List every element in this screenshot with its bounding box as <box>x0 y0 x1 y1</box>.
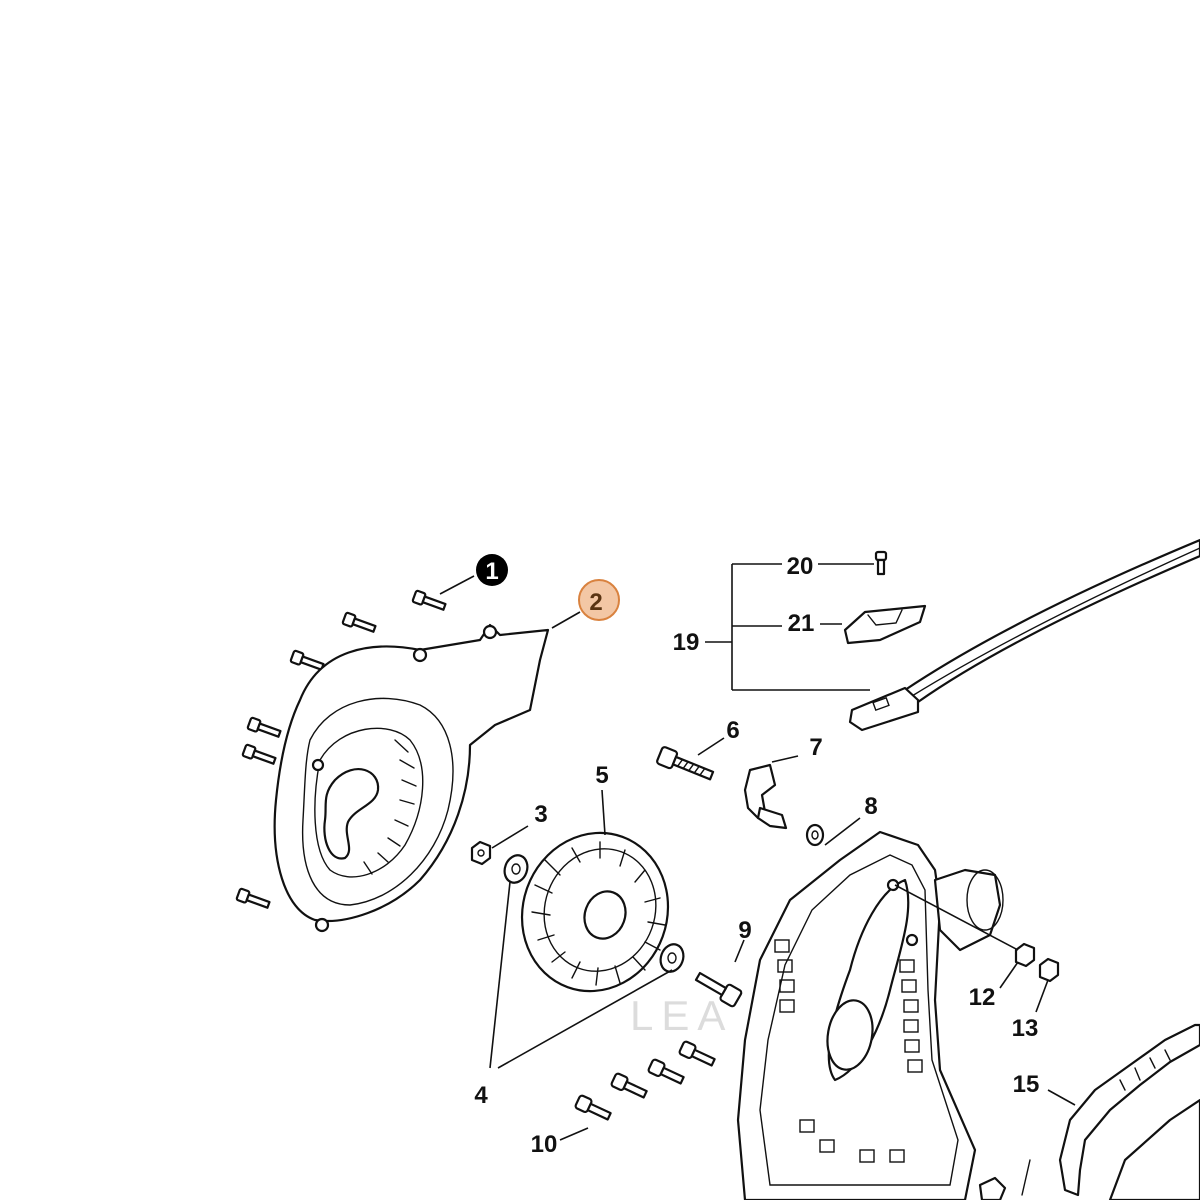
callout-1-label: 1 <box>485 558 498 585</box>
wire-harness-part-19[interactable] <box>848 538 1200 732</box>
screw-group-part-10[interactable] <box>574 1040 717 1122</box>
nut-part-13[interactable] <box>1038 957 1060 983</box>
callout-6-label[interactable]: 6 <box>726 717 739 744</box>
ignition-part-7[interactable] <box>743 763 788 830</box>
callout-21-label[interactable]: 21 <box>788 610 815 637</box>
callout-5-label[interactable]: 5 <box>595 762 608 789</box>
bracket-part-15[interactable] <box>1021 1023 1200 1200</box>
callout-8-label[interactable]: 8 <box>864 793 877 820</box>
fan-housing-part-2[interactable] <box>273 623 550 933</box>
washer-part-4b[interactable] <box>657 941 687 975</box>
callout-2-label: 2 <box>589 589 602 616</box>
callout-2-highlighted[interactable]: 2 <box>578 579 620 621</box>
callout-19-label[interactable]: 19 <box>673 629 700 656</box>
crankcase-body[interactable] <box>736 830 1004 1200</box>
callout-4-label[interactable]: 4 <box>474 1082 488 1109</box>
leader-lines <box>439 563 1076 1141</box>
screw-group-part-1[interactable] <box>235 589 447 910</box>
screw-part-20[interactable] <box>874 550 888 576</box>
small-part-bottom[interactable] <box>978 1176 1007 1200</box>
callout-20-label[interactable]: 20 <box>787 553 814 580</box>
washer-part-4a[interactable] <box>501 852 531 886</box>
screw-part-9[interactable] <box>693 969 743 1008</box>
callout-15-label[interactable]: 15 <box>1013 1071 1040 1098</box>
screw-part-6[interactable] <box>656 746 715 784</box>
callout-3-label[interactable]: 3 <box>534 801 547 828</box>
nut-part-3[interactable] <box>470 840 492 866</box>
callout-1[interactable]: 1 <box>476 554 508 586</box>
callout-7-label[interactable]: 7 <box>809 734 822 761</box>
callout-9-label[interactable]: 9 <box>738 917 751 944</box>
clip-part-21[interactable] <box>843 604 927 645</box>
washer-part-8[interactable] <box>805 823 825 847</box>
callout-12-label[interactable]: 12 <box>969 984 996 1011</box>
callout-10-label[interactable]: 10 <box>531 1131 558 1158</box>
flywheel-part-5[interactable] <box>500 812 690 1012</box>
nut-part-12[interactable] <box>1014 942 1036 968</box>
callout-13-label[interactable]: 13 <box>1012 1015 1039 1042</box>
